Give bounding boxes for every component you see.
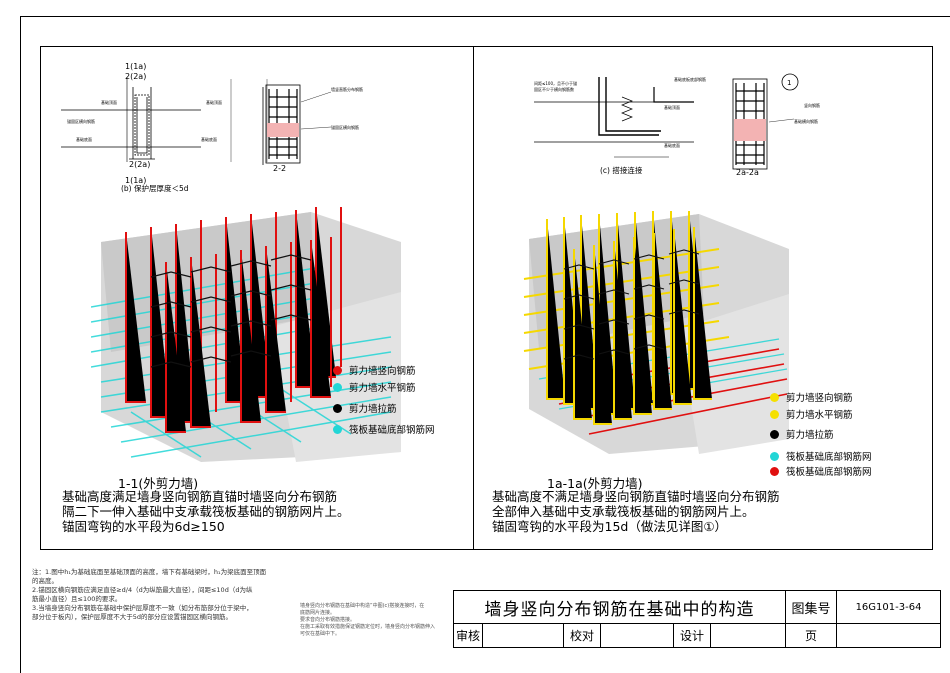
- legend-swatch: [333, 424, 342, 434]
- left-detail-caption: (b) 保护层厚度＜5d: [121, 183, 189, 193]
- legend-label: 剪力墙水平钢筋: [786, 410, 853, 421]
- tag-top1: 1(1a): [125, 62, 146, 71]
- review-value: [483, 624, 564, 647]
- right-3d-illustration: [523, 211, 789, 454]
- check-value: [601, 624, 674, 647]
- page-value: [837, 624, 940, 647]
- svg-text:基础横向钢筋: 基础横向钢筋: [794, 118, 818, 124]
- design-label: 设计: [674, 624, 711, 647]
- tag-bot2: 1(1a): [125, 176, 146, 185]
- note-line: 2.锚固区横向钢筋应满足直径≥d/4（d为纵筋最大直径），间距≤10d（d为纵: [32, 586, 253, 594]
- atlas-label: 图集号: [786, 591, 837, 624]
- note-line: 3.当墙身竖向分布钢筋在基础中保护层厚度不一致（如分布筋部分位于梁中，: [32, 604, 253, 612]
- page-label: 页: [786, 624, 837, 647]
- left-legend-item: 剪力墙水平钢筋: [333, 380, 416, 394]
- legend-label: 筏板基础底部钢筋网: [349, 425, 435, 436]
- legend-label: 筏板基础底部钢筋网: [786, 467, 872, 478]
- svg-text:基础顶面: 基础顶面: [206, 99, 222, 105]
- note-line: 可仅在基础中下。: [300, 631, 341, 637]
- left-section-title: 1-1(外剪力墙): [118, 476, 199, 491]
- left-legend-item: 筏板基础底部钢筋网: [333, 422, 435, 436]
- legend-swatch: [333, 365, 342, 375]
- legend-swatch: [333, 382, 342, 392]
- legend-label: 剪力墙竖向钢筋: [349, 366, 416, 377]
- note-line: 注：1.图中h₁为基础底面至基础顶面的高度，墙下有基础梁时，h₁为梁底面至顶面: [32, 568, 267, 576]
- left-legend-item: 剪力墙拉筋: [333, 401, 397, 415]
- note-line: 的高度。: [32, 577, 58, 585]
- note-line: 部分位于板内），保护层厚度不大于5d的部分应设置锚固区横向钢筋。: [32, 613, 233, 621]
- svg-text:基础底面: 基础底面: [201, 136, 217, 142]
- review-label: 审核: [454, 624, 483, 647]
- tag-top2: 2(2a): [125, 72, 146, 81]
- svg-text:竖向钢筋: 竖向钢筋: [804, 102, 820, 108]
- legend-swatch: [770, 409, 779, 419]
- notes: 注：1.图中h₁为基础底面至基础顶面的高度，墙下有基础梁时，h₁为梁底面至顶面 …: [32, 568, 266, 622]
- right-panel: 间距≤100，且不小于锚固区不少于横向钢筋数 基础底板底部钢筋基础顶面基础底面 …: [473, 46, 933, 550]
- left-panel: 基础顶面锚固区横向钢筋基础底面 基础顶面基础底面 墙竖直筋分布钢筋锚固区横向钢筋…: [40, 46, 475, 550]
- svg-text:基础底板底部钢筋: 基础底板底部钢筋: [674, 76, 706, 82]
- note-line: 筋最小直径）且≤100的要求。: [32, 595, 122, 603]
- right-section-title: 1a-1a(外剪力墙): [547, 476, 643, 491]
- svg-text:锚固区横向钢筋: 锚固区横向钢筋: [67, 118, 95, 124]
- legend-label: 剪力墙拉筋: [349, 404, 397, 415]
- svg-text:基础顶面: 基础顶面: [664, 104, 680, 110]
- left-3d-illustration: [91, 207, 401, 462]
- svg-text:基础顶面: 基础顶面: [101, 99, 117, 105]
- right-legend-item: 剪力墙竖向钢筋: [770, 390, 853, 404]
- detail-circle-number: 1: [787, 79, 791, 87]
- left-description-line-1: 基础高度满足墙身竖向钢筋直锚时墙竖向分布钢筋: [62, 489, 338, 504]
- drawing-title: 墙身竖向分布钢筋在基础中的构造: [454, 591, 786, 624]
- legend-label: 剪力墙拉筋: [786, 430, 834, 441]
- tag-bot1: 2(2a): [129, 160, 150, 169]
- legend-label: 剪力墙竖向钢筋: [786, 393, 853, 404]
- legend-label: 筏板基础底部钢筋网: [786, 452, 872, 463]
- left-section-label: 2-2: [273, 164, 286, 173]
- legend-swatch: [770, 466, 779, 476]
- right-description-line-2: 全部伸入基础中支承载筏板基础的钢筋网片上。: [492, 504, 755, 519]
- note-line: 墙身竖向分布钢筋在基础中构造”中图(c)搭接连接时，在: [300, 603, 425, 609]
- right-legend-item: 剪力墙水平钢筋: [770, 407, 853, 421]
- atlas-number: 16G101-3-64: [837, 591, 940, 624]
- note-line: 在施工采取有效措施保证钢筋定位时，墙身竖向分布钢筋伸入: [300, 624, 436, 630]
- svg-text:固区不少于横向钢筋数: 固区不少于横向钢筋数: [534, 86, 574, 92]
- right-section-label: 2a-2a: [736, 168, 759, 177]
- right-description-line-1: 基础高度不满足墙身竖向钢筋直锚时墙竖向分布钢筋: [492, 489, 780, 504]
- legend-swatch: [770, 392, 779, 402]
- notes-middle: 墙身竖向分布钢筋在基础中构造”中图(c)搭接连接时，在 底筋网片连接。 要求音向…: [300, 603, 435, 638]
- right-legend-item: 筏板基础底部钢筋网: [770, 449, 872, 463]
- legend-swatch: [770, 451, 779, 461]
- title-block: 墙身竖向分布钢筋在基础中的构造 图集号 16G101-3-64 审核 校对 设计…: [453, 590, 941, 648]
- right-legend-item: 剪力墙拉筋: [770, 427, 834, 441]
- svg-text:基础底面: 基础底面: [664, 142, 680, 148]
- note-line: 要求音向分布钢筋搭接。: [300, 617, 356, 623]
- legend-swatch: [333, 403, 342, 413]
- left-description-line-3: 锚固弯钩的水平段为6d≥150: [62, 519, 225, 534]
- left-description-line-2: 隔二下一伸入基础中支承载筏板基础的钢筋网片上。: [62, 504, 350, 519]
- design-value: [711, 624, 786, 647]
- right-legend-item: 筏板基础底部钢筋网: [770, 464, 872, 478]
- svg-text:锚固区横向钢筋: 锚固区横向钢筋: [331, 124, 359, 130]
- note-line: 底筋网片连接。: [300, 610, 336, 616]
- svg-text:间距≤100，且不小于锚: 间距≤100，且不小于锚: [534, 80, 577, 86]
- svg-text:墙竖直筋分布钢筋: 墙竖直筋分布钢筋: [331, 86, 363, 92]
- check-label: 校对: [564, 624, 601, 647]
- legend-swatch: [770, 429, 779, 439]
- legend-label: 剪力墙水平钢筋: [349, 383, 416, 394]
- svg-text:基础底面: 基础底面: [76, 136, 92, 142]
- left-legend-item: 剪力墙竖向钢筋: [333, 363, 416, 377]
- right-detail-caption: (c) 搭接连接: [600, 165, 643, 175]
- drawing-frame: [20, 16, 950, 673]
- right-description-line-3: 锚固弯钩的水平段为15d（做法见详图①）: [492, 519, 728, 534]
